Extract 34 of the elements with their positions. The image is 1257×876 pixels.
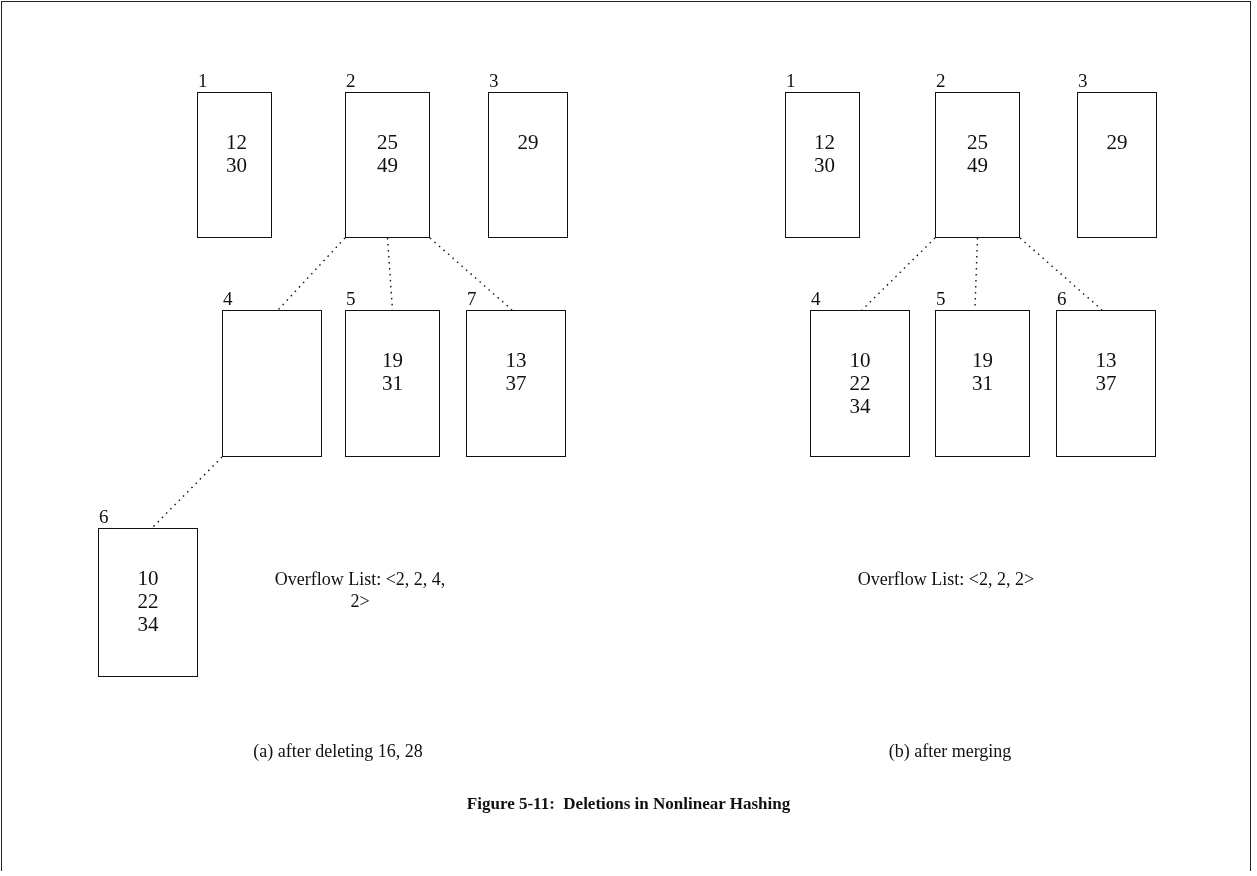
bucket-number: 2 <box>346 71 356 91</box>
bucket-number: 2 <box>936 71 946 91</box>
dotted-connector <box>277 237 346 311</box>
bucket-keys: 10 22 34 <box>99 567 197 636</box>
bucket-number: 1 <box>198 71 208 91</box>
figure-caption: Figure 5-11: Deletions in Nonlinear Hashing <box>465 794 792 814</box>
dotted-connector <box>1019 237 1103 311</box>
bucket-keys: 19 31 <box>936 349 1029 395</box>
bucket-keys: 19 31 <box>346 349 439 395</box>
bucket-number: 4 <box>223 289 233 309</box>
bucket-number: 6 <box>1057 289 1067 309</box>
bucket-number: 4 <box>811 289 821 309</box>
bucket-keys: 13 37 <box>467 349 565 395</box>
dotted-connector <box>151 456 223 529</box>
subfigure-caption: (b) after merging <box>887 740 1013 762</box>
bucket-number: 7 <box>467 289 477 309</box>
bucket-keys: 12 30 <box>198 131 271 177</box>
bucket-keys: 13 37 <box>1057 349 1155 395</box>
subfigure-caption: (a) after deleting 16, 28 <box>252 740 424 762</box>
dotted-connector <box>429 237 513 311</box>
bucket-keys: 10 22 34 <box>811 349 909 418</box>
bucket-number: 5 <box>346 289 356 309</box>
bucket-number: 6 <box>99 507 109 527</box>
bucket-number: 3 <box>489 71 499 91</box>
bucket-number: 3 <box>1078 71 1088 91</box>
overflow-list: Overflow List: <2, 2, 2> <box>856 568 1036 590</box>
bucket-number: 5 <box>936 289 946 309</box>
overflow-list: Overflow List: <2, 2, 4, 2> <box>270 568 450 612</box>
bucket-keys: 25 49 <box>346 131 429 177</box>
bucket-number: 1 <box>786 71 796 91</box>
bucket-keys: 25 49 <box>936 131 1019 177</box>
bucket-keys: 29 <box>489 131 567 154</box>
bucket-keys: 29 <box>1078 131 1156 154</box>
bucket-keys: 12 30 <box>786 131 859 177</box>
